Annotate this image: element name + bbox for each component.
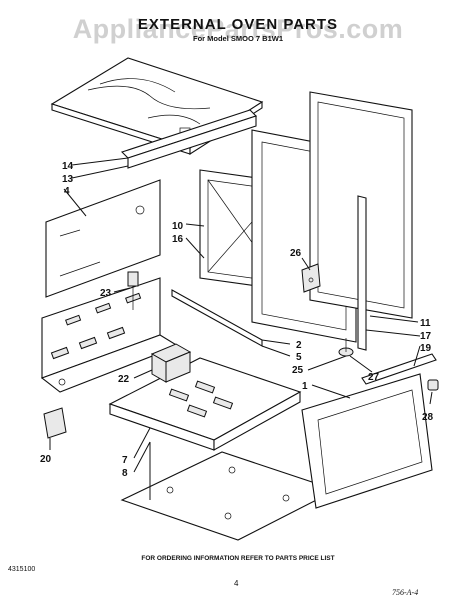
callout-1: 1 — [302, 381, 308, 392]
callout-2: 2 — [296, 340, 302, 351]
callout-19: 19 — [420, 343, 432, 354]
top-cover-panel — [50, 57, 264, 156]
bottom-cover — [120, 451, 338, 541]
callout-leaders — [49, 157, 433, 500]
callout-26: 26 — [290, 248, 302, 259]
side-wall-assembly — [40, 277, 180, 393]
callout-13: 13 — [62, 174, 74, 185]
door-side-strip — [357, 195, 367, 351]
door-handle — [361, 353, 439, 391]
watermark: AppliancePartsPros.com — [72, 14, 404, 44]
latch-bracket — [301, 263, 321, 293]
callout-27: 27 — [368, 372, 380, 383]
callout-11: 11 — [420, 318, 431, 329]
callout-22: 22 — [118, 374, 130, 385]
rear-panel — [45, 179, 161, 298]
ordering-info-note: FOR ORDERING INFORMATION REFER TO PARTS … — [141, 555, 335, 562]
outer-oven-door — [301, 373, 433, 509]
callout-25: 25 — [292, 365, 304, 376]
door-hinge — [338, 338, 354, 357]
callout-23: 23 — [100, 288, 112, 299]
front-channel — [120, 109, 258, 169]
callout-17: 17 — [420, 331, 432, 342]
handwritten-note: 756-A-4 — [392, 588, 419, 597]
callout-7: 7 — [122, 455, 128, 466]
oven-bottom-tray — [108, 357, 302, 451]
document-code: 4315100 — [8, 566, 36, 573]
diagram-title: EXTERNAL OVEN PARTS — [137, 16, 339, 33]
callout-8: 8 — [122, 468, 128, 479]
callout-14: 14 — [62, 161, 74, 172]
callout-20: 20 — [40, 454, 52, 465]
switch-bracket — [127, 271, 139, 310]
callout-28: 28 — [422, 412, 434, 423]
corner-bracket — [43, 407, 67, 439]
callout-5: 5 — [296, 352, 302, 363]
page-number: 4 — [234, 579, 239, 588]
terminal-box — [150, 343, 192, 383]
callout-16: 16 — [172, 234, 184, 245]
diagram-subtitle: For Model SMOO 7 B1W1 — [192, 34, 283, 43]
door-trim-strip — [171, 289, 263, 347]
callout-10: 10 — [172, 221, 184, 232]
callout-4: 4 — [64, 186, 70, 197]
